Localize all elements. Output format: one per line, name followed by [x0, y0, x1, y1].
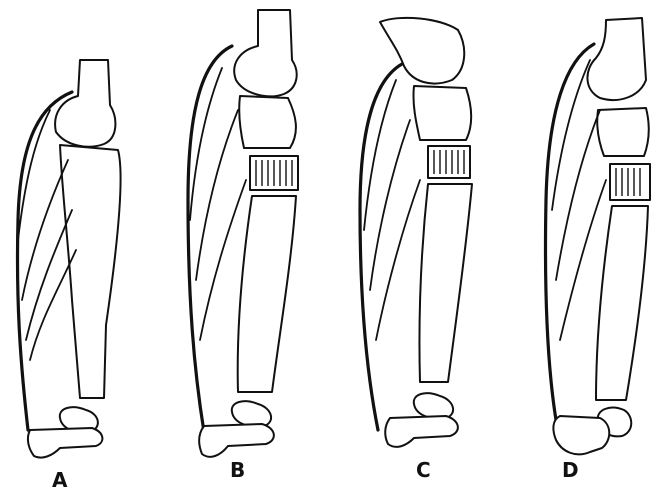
panel-c: C	[360, 18, 472, 482]
tibia-upper-d	[597, 108, 649, 156]
panel-label-c: C	[416, 458, 431, 482]
calcaneus-b	[199, 424, 274, 457]
femur-c	[380, 18, 464, 84]
tibia-lower-b	[238, 196, 296, 392]
calcaneus-c	[385, 416, 458, 447]
calcaneus-d	[553, 416, 609, 454]
panel-label-a: A	[52, 468, 68, 491]
panel-d: D	[545, 18, 650, 482]
tibia-upper-b	[239, 96, 296, 148]
calf-outline-a	[17, 92, 72, 430]
calf-outline-d	[545, 44, 594, 420]
femur-d	[587, 18, 646, 100]
muscle-line-b1	[190, 68, 222, 220]
tibia-a	[60, 145, 121, 398]
tibia-upper-c	[413, 86, 471, 140]
panel-label-d: D	[562, 458, 579, 482]
muscle-line-d2	[556, 110, 600, 280]
muscle-line-c3	[376, 180, 420, 340]
tibia-lower-d	[596, 206, 648, 400]
panel-b: B	[188, 10, 298, 482]
panel-a: A	[17, 60, 120, 491]
tibia-lower-c	[419, 184, 472, 382]
calf-outline-c	[360, 64, 402, 430]
talus-c	[414, 393, 453, 418]
femur-b	[234, 10, 296, 96]
muscle-line-d1	[552, 60, 590, 210]
panel-label-b: B	[230, 458, 245, 482]
femur-a	[55, 60, 115, 147]
muscle-line-c1	[364, 80, 396, 230]
calcaneus-a	[28, 428, 102, 458]
graft-hatching-b	[256, 160, 292, 186]
talus-b	[232, 401, 271, 426]
muscle-line-a4	[30, 250, 76, 360]
